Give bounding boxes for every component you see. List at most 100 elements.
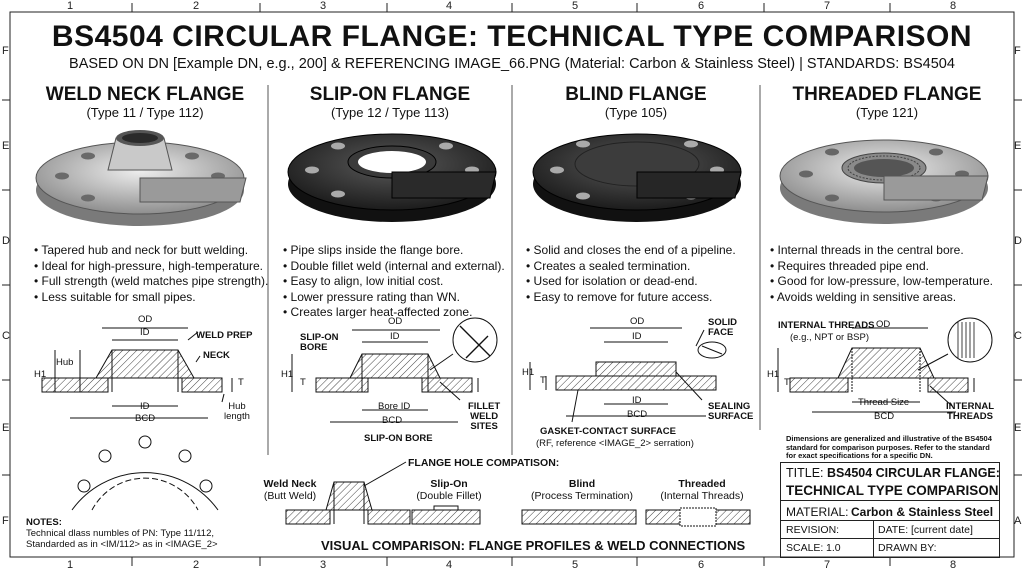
comparison-footer: VISUAL COMPARISON: FLANGE PROFILES & WEL…: [321, 538, 746, 553]
wn-t-label: T: [238, 377, 244, 388]
tb-title-value-1: BS4504 CIRCULAR FLANGE:: [827, 466, 1000, 480]
zone-col-2: 2: [193, 0, 200, 12]
disclaimer: Dimensions are generalized and illustrat…: [786, 434, 992, 460]
list-item: Used for isolation or dead-end.: [526, 274, 736, 290]
zone-col-1-bottom: 1: [67, 559, 74, 571]
list-item: Requires threaded pipe end.: [770, 259, 993, 275]
cmp-weld-neck: Weld Neck (Butt Weld): [250, 478, 330, 502]
tb-title-label: TITLE:: [786, 466, 824, 480]
tb-title-value-2: TECHNICAL TYPE COMPARISON: [786, 483, 999, 498]
cmp-slip-on-name: Slip-On: [430, 478, 468, 490]
bl-id-label: ID: [632, 331, 642, 342]
blind-section: [529, 327, 727, 423]
bl-id2-label: ID: [632, 395, 642, 406]
bl-h1-label: H1: [522, 367, 535, 378]
tb-title-row: TITLE: BS4504 CIRCULAR FLANGE:: [786, 466, 1000, 480]
so-bore-id-label: Bore ID: [378, 401, 411, 412]
so-h1-label: H1: [281, 369, 294, 380]
zone-col-3-bottom: 3: [320, 559, 327, 571]
zone-row-right-2: E: [1014, 140, 1022, 152]
so-caption: SLIP-ON BORE: [364, 433, 433, 444]
blind-bullets: Solid and closes the end of a pipeline. …: [526, 243, 736, 305]
bl-sealing-label: SEALING SURFACE: [708, 401, 754, 422]
zone-col-8: 8: [950, 0, 957, 12]
notes-heading: NOTES:: [26, 517, 62, 528]
zone-col-2-bottom: 2: [193, 559, 200, 571]
th-t-label: T: [784, 377, 790, 388]
th-npt-label: (e.g., NPT or BSP): [790, 332, 870, 343]
th-thread-size-label: Thread Size: [858, 397, 910, 408]
cmp-threaded: Threaded (Internal Threads): [652, 478, 752, 502]
title-block: TITLE: BS4504 CIRCULAR FLANGE: TECHNICAL…: [780, 462, 1000, 558]
threaded-bullets: Internal threads in the central bore. Re…: [770, 243, 993, 305]
bl-t-label: T: [540, 375, 546, 386]
notes-line-2: Standarded as in <IM/112> as in <IMAGE_2…: [26, 539, 218, 550]
flange-renders: [35, 130, 989, 226]
so-od-label: OD: [388, 316, 403, 327]
wn-hub-length-label: Hub length: [224, 401, 250, 422]
wn-neck-label: NECK: [203, 350, 230, 361]
tb-date-label: DATE:: [878, 524, 909, 536]
slip-on-bullets: Pipe slips inside the flange bore. Doubl…: [283, 243, 505, 321]
wn-hub-label: Hub: [56, 357, 74, 368]
list-item: Lower pressure rating than WN.: [283, 290, 505, 306]
tb-revision-row: REVISION: DATE: [current date]: [781, 520, 999, 539]
page-subtitle: BASED ON DN [Example DN, e.g., 200] & RE…: [69, 56, 955, 72]
bl-bcd-label: BCD: [627, 409, 648, 420]
slip-on-type: (Type 12 / Type 113): [330, 105, 450, 120]
zone-col-1: 1: [67, 0, 74, 12]
page-title: BS4504 CIRCULAR FLANGE: TECHNICAL TYPE C…: [51, 20, 973, 53]
list-item: Creates a sealed termination.: [526, 259, 736, 275]
tb-scale-row: SCALE: 1.0 DRAWN BY:: [781, 538, 999, 558]
wn-weld-prep-label: WELD PREP: [196, 330, 253, 341]
th-od-label: OD: [876, 319, 891, 330]
zone-col-7: 7: [824, 0, 831, 12]
wn-h1-label: H1: [34, 369, 47, 380]
list-item: Avoids welding in sensitive areas.: [770, 290, 993, 306]
list-item: Full strength (weld matches pipe strengt…: [34, 274, 269, 290]
section-drawings: [41, 317, 993, 527]
so-t-label: T: [300, 377, 306, 388]
threaded-render: [779, 139, 989, 224]
zone-row-left-4: C: [2, 330, 10, 342]
zone-col-4: 4: [446, 0, 453, 12]
tb-revision-label: REVISION:: [786, 524, 840, 536]
bl-solid-face-label: SOLID FACE: [708, 317, 738, 338]
th-internal-threads-label: INTERNAL THREADS: [778, 320, 875, 331]
list-item: Internal threads in the central bore.: [770, 243, 993, 259]
notes-line-1: Technical dlass numbles of PN: Type 11/1…: [26, 528, 214, 539]
zone-col-6: 6: [698, 0, 705, 12]
zone-row-right-5: E: [1014, 422, 1022, 434]
cmp-slip-on: Slip-On (Double Fillet): [404, 478, 494, 502]
tb-drawn-label: DRAWN BY:: [878, 542, 937, 554]
cmp-blind: Blind (Process Termination): [520, 478, 644, 502]
zone-col-5-bottom: 5: [572, 559, 579, 571]
slip-on-title: SLIP-ON FLANGE: [309, 84, 471, 105]
zone-row-left-3: D: [2, 235, 10, 247]
so-fillet-label: FILLET WELD SITES: [468, 401, 501, 432]
zone-col-6-bottom: 6: [698, 559, 705, 571]
threaded-title: THREADED FLANGE: [792, 84, 982, 105]
tb-material-row: MATERIAL: Carbon & Stainless Steel: [781, 500, 999, 521]
slip-on-render: [287, 133, 497, 222]
weld-neck-title: WELD NECK FLANGE: [45, 84, 245, 105]
comparison-heading: FLANGE HOLE COMPATISON:: [408, 457, 560, 469]
zone-row-right-3: D: [1014, 235, 1022, 247]
weld-neck-render: [35, 130, 247, 226]
threaded-section: [777, 317, 993, 413]
bl-gasket-label: GASKET-CONTACT SURFACE: [540, 426, 676, 437]
cmp-threaded-sub: (Internal Threads): [660, 490, 744, 502]
weld-neck-type: (Type 11 / Type 112): [86, 105, 204, 120]
cmp-weld-neck-name: Weld Neck: [263, 478, 317, 490]
notes-block: NOTES: Technical dlass numbles of PN: Ty…: [26, 517, 218, 550]
so-id-label: ID: [390, 331, 400, 342]
weld-neck-section: [41, 327, 233, 511]
list-item: Tapered hub and neck for butt welding.: [34, 243, 268, 259]
zone-col-7-bottom: 7: [824, 559, 831, 571]
zone-col-3: 3: [320, 0, 327, 12]
cmp-slip-on-sub: (Double Fillet): [416, 490, 482, 502]
tb-scale-label: SCALE:: [786, 542, 824, 554]
so-slip-on-bore-label: SLIP-ON BORE: [300, 332, 339, 353]
zone-row-left-5: E: [2, 422, 10, 434]
